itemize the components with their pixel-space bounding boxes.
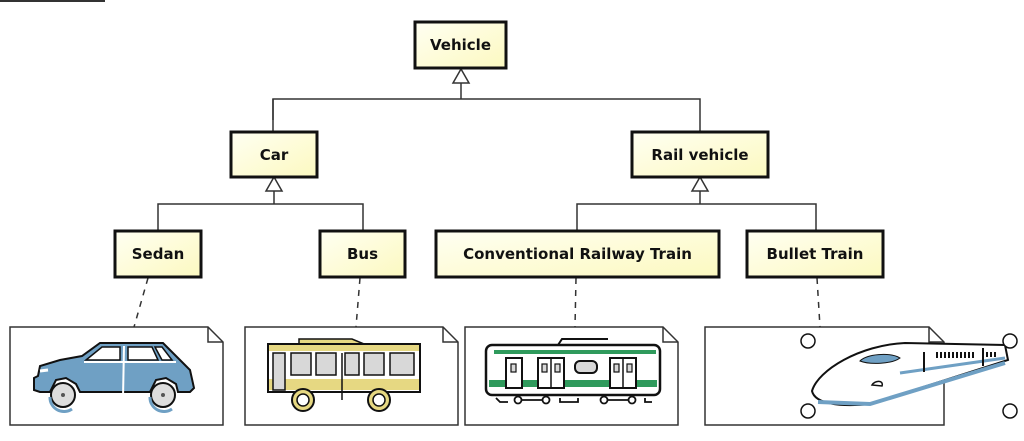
- bullet-train-icon: [810, 341, 1010, 407]
- resize-handle-top-left[interactable]: [800, 333, 816, 349]
- note-anchor-sedan: [133, 277, 149, 328]
- bus-icon: [267, 338, 421, 412]
- generalization-car: [157, 175, 364, 231]
- class-name: Bus: [347, 245, 378, 263]
- note-anchor-conventional-train: [574, 277, 577, 328]
- class-rail-vehicle[interactable]: Rail vehicle: [630, 130, 770, 179]
- class-conventional-railway-train[interactable]: Conventional Railway Train: [434, 229, 721, 279]
- inheritance-arrow-icon: [690, 175, 710, 192]
- class-name: Vehicle: [430, 36, 491, 54]
- note-conventional-railway-train[interactable]: [464, 326, 679, 426]
- inheritance-arrow-icon: [451, 67, 471, 84]
- resize-handle-bottom-right[interactable]: [1002, 403, 1018, 419]
- class-bullet-train[interactable]: Bullet Train: [745, 229, 885, 279]
- note-anchor-bus: [355, 277, 361, 328]
- resize-handle-top-right[interactable]: [1002, 333, 1018, 349]
- class-name: Bullet Train: [767, 245, 864, 263]
- generalization-vehicle: [272, 67, 701, 132]
- class-name: Rail vehicle: [651, 146, 748, 164]
- note-anchor-bullet-train: [816, 277, 821, 328]
- class-car[interactable]: Car: [229, 130, 319, 179]
- note-sedan[interactable]: [9, 326, 224, 426]
- note-bus[interactable]: [244, 326, 459, 426]
- class-vehicle[interactable]: Vehicle: [413, 20, 508, 70]
- inheritance-arrow-icon: [264, 175, 284, 192]
- class-name: Sedan: [132, 245, 185, 263]
- commuter-train-icon: [484, 338, 662, 405]
- class-sedan[interactable]: Sedan: [113, 229, 203, 279]
- note-bullet-train[interactable]: [704, 326, 1018, 426]
- resize-handle-bottom-left[interactable]: [800, 403, 816, 419]
- note-anchors: [133, 277, 821, 328]
- generalization-rail-vehicle: [576, 175, 817, 231]
- class-bus[interactable]: Bus: [318, 229, 407, 279]
- class-name: Car: [260, 146, 289, 164]
- class-name: Conventional Railway Train: [463, 245, 692, 263]
- sedan-car-icon: [33, 342, 196, 413]
